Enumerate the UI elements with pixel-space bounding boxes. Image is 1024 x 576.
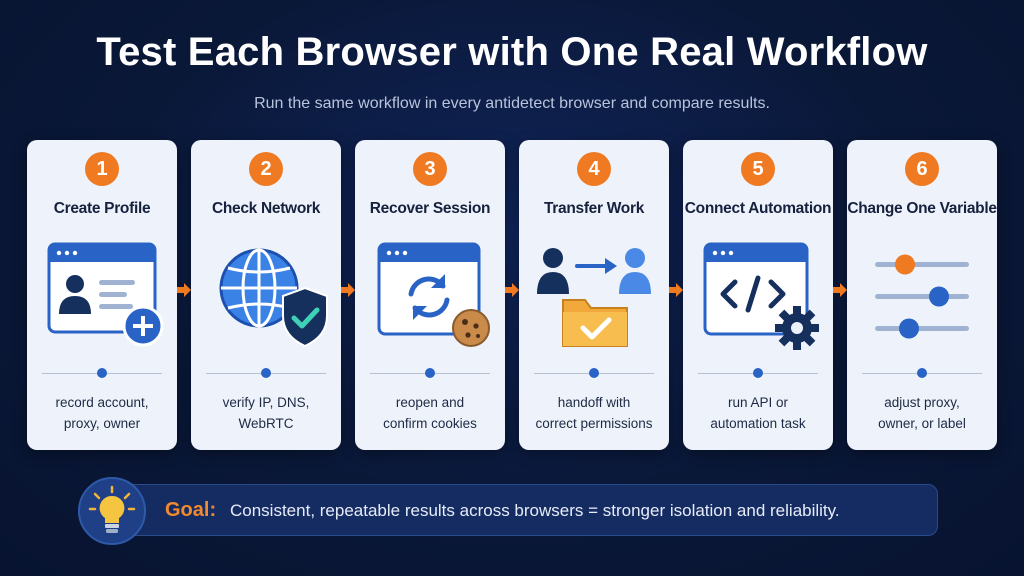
sliders-icon	[857, 236, 987, 360]
step-number-badge: 4	[577, 152, 611, 186]
lightbulb-icon	[78, 477, 146, 545]
step-arrow-icon	[504, 282, 520, 298]
step-card-create-profile: 1 Create Profile record account, prox	[27, 140, 177, 450]
goal-banner	[120, 484, 938, 536]
step-title: Create Profile	[53, 200, 151, 217]
step-description: adjust proxy, owner, or label	[878, 395, 966, 431]
step-card-connect-automation: 5 Connect Automation	[683, 140, 833, 450]
step-description: verify IP, DNS, WebRTC	[222, 395, 310, 431]
step-card-recover-session: 3 Recover Session reopen and confirm coo…	[355, 140, 505, 450]
step-title: Transfer Work	[543, 200, 645, 217]
step-title: Connect Automation	[684, 200, 832, 217]
step-arrow-icon	[176, 282, 192, 298]
step-arrow-icon	[832, 282, 848, 298]
step-card-transfer-work: 4 Transfer Work handoff with correct per…	[519, 140, 669, 450]
users-transfer-folder-icon	[529, 236, 659, 360]
goal-label: Goal:	[165, 499, 217, 521]
step-arrow-icon	[340, 282, 356, 298]
code-window-gear-icon	[693, 236, 823, 360]
step-number-badge: 5	[741, 152, 775, 186]
step-divider-dot	[97, 368, 107, 378]
step-divider-dot	[589, 368, 599, 378]
step-title: Check Network	[211, 200, 321, 217]
step-description: record account, proxy, owner	[55, 395, 149, 431]
refresh-window-cookie-icon	[365, 236, 495, 360]
step-number-badge: 2	[249, 152, 283, 186]
step-description: run API or automation task	[710, 395, 806, 431]
step-arrow-icon	[668, 282, 684, 298]
step-divider-dot	[917, 368, 927, 378]
page-title: Test Each Browser with One Real Workflow	[96, 30, 928, 74]
step-divider-dot	[425, 368, 435, 378]
step-card-change-one-variable: 6 Change One Variable adjust proxy, owne…	[847, 140, 997, 450]
step-title: Recover Session	[369, 200, 491, 217]
step-number-badge: 6	[905, 152, 939, 186]
step-description: handoff with correct permissions	[535, 395, 653, 431]
step-title: Change One Variable	[847, 200, 997, 217]
step-divider-dot	[261, 368, 271, 378]
goal-text: Consistent, repeatable results across br…	[230, 501, 840, 520]
step-description: reopen and confirm cookies	[383, 395, 477, 431]
step-number-badge: 1	[85, 152, 119, 186]
globe-shield-icon	[201, 236, 331, 360]
step-number-badge: 3	[413, 152, 447, 186]
step-card-check-network: 2 Check Network verify IP, DNS, WebRTC	[191, 140, 341, 450]
step-divider-dot	[753, 368, 763, 378]
page-subtitle: Run the same workflow in every antidetec…	[254, 95, 770, 112]
profile-window-plus-icon	[37, 236, 167, 360]
